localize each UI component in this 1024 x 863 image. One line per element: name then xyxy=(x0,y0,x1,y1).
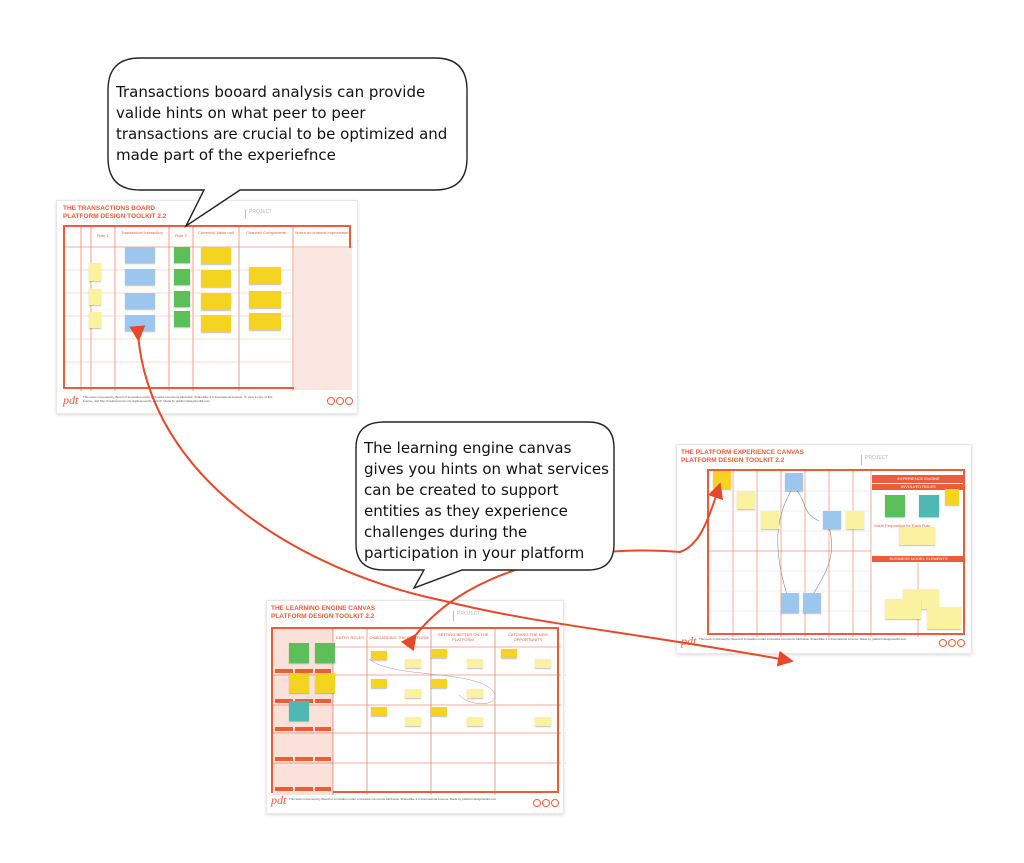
sticky-note[interactable] xyxy=(89,289,101,305)
project-field[interactable]: PROJECT xyxy=(861,455,965,465)
sticky-note[interactable] xyxy=(371,707,387,716)
pdt-logo: pdt xyxy=(63,393,79,407)
header-transaction: Transaction/ Interaction xyxy=(121,230,163,235)
sticky-note[interactable] xyxy=(89,312,101,328)
sticky-note[interactable] xyxy=(174,269,190,285)
sticky-note[interactable] xyxy=(249,267,281,284)
sticky-note[interactable] xyxy=(89,263,101,281)
involved-roles-header: INVOLVED ROLES xyxy=(901,484,936,489)
sticky-note[interactable] xyxy=(201,247,231,264)
sticky-note[interactable] xyxy=(249,291,281,308)
sticky-note[interactable] xyxy=(125,293,155,309)
sticky-note[interactable] xyxy=(535,717,551,726)
license-text: This work is licensed by Board of Innova… xyxy=(699,637,907,641)
sticky-note[interactable] xyxy=(174,311,190,327)
sticky-note[interactable] xyxy=(174,291,190,307)
sticky-note[interactable] xyxy=(431,679,447,688)
sticky-note[interactable] xyxy=(405,689,421,698)
sticky-note[interactable] xyxy=(846,511,864,529)
sticky-note[interactable] xyxy=(885,599,921,619)
title-line-2: PLATFORM DESIGN TOOLKIT 2.2 xyxy=(63,213,167,220)
sa-icon xyxy=(957,639,965,647)
header-channel: Channel/ Components xyxy=(246,230,286,235)
callout-top: Transactions booard analysis can provide… xyxy=(0,0,1024,250)
connector-learning-to-experience xyxy=(400,482,724,652)
sticky-note[interactable] xyxy=(899,527,935,545)
header-role-1: Role 1 xyxy=(97,233,109,238)
sticky-note[interactable] xyxy=(405,717,421,726)
sticky-note[interactable] xyxy=(174,247,190,263)
cc-icon xyxy=(533,799,541,807)
sticky-note[interactable] xyxy=(431,707,447,716)
header-currency: Currency/ Value unit xyxy=(198,230,234,235)
callout-middle: The learning engine canvas gives you hin… xyxy=(0,400,1024,620)
sticky-note[interactable] xyxy=(885,495,905,517)
license-text: This work is licensed by Board of Innova… xyxy=(289,797,497,801)
sticky-note[interactable] xyxy=(201,270,231,287)
pdt-logo: pdt xyxy=(271,793,287,807)
sticky-note[interactable] xyxy=(289,673,309,693)
sticky-note[interactable] xyxy=(125,269,155,285)
title-line-1: THE TRANSACTIONS BOARD xyxy=(63,205,156,212)
sticky-note[interactable] xyxy=(467,717,483,726)
sticky-note[interactable] xyxy=(945,489,959,505)
business-model-header: BUSINESS MODEL ELEMENTS xyxy=(889,556,948,561)
sticky-note[interactable] xyxy=(201,293,231,310)
sticky-note[interactable] xyxy=(125,247,155,263)
sticky-note[interactable] xyxy=(927,607,961,629)
by-icon xyxy=(542,799,550,807)
sticky-note[interactable] xyxy=(371,679,387,688)
header-role-2: Role 2 xyxy=(175,233,187,238)
callout-top-shape xyxy=(107,57,468,229)
transactions-board-title: THE TRANSACTIONS BOARD PLATFORM DESIGN T… xyxy=(63,205,166,221)
sticky-note[interactable] xyxy=(919,495,939,517)
callout-middle-text: The learning engine canvas gives you hin… xyxy=(364,439,609,562)
header-notes: Notes on channel improvement xyxy=(295,230,351,235)
sticky-note[interactable] xyxy=(315,673,335,693)
callout-middle-shape xyxy=(355,421,615,590)
sticky-note[interactable] xyxy=(289,701,309,721)
value-proposition-label: Value Proposition for Each Role xyxy=(874,523,931,528)
callout-top-text: Transactions booard analysis can provide… xyxy=(116,83,448,164)
sticky-note[interactable] xyxy=(803,593,821,613)
by-icon xyxy=(948,639,956,647)
sa-icon xyxy=(551,799,559,807)
experience-engine-header: EXPERIENCE ENGINE xyxy=(897,476,940,481)
sticky-note[interactable] xyxy=(467,689,483,698)
project-field[interactable]: PROJECT xyxy=(245,209,349,219)
sticky-note[interactable] xyxy=(823,511,841,529)
cc-icon xyxy=(939,639,947,647)
